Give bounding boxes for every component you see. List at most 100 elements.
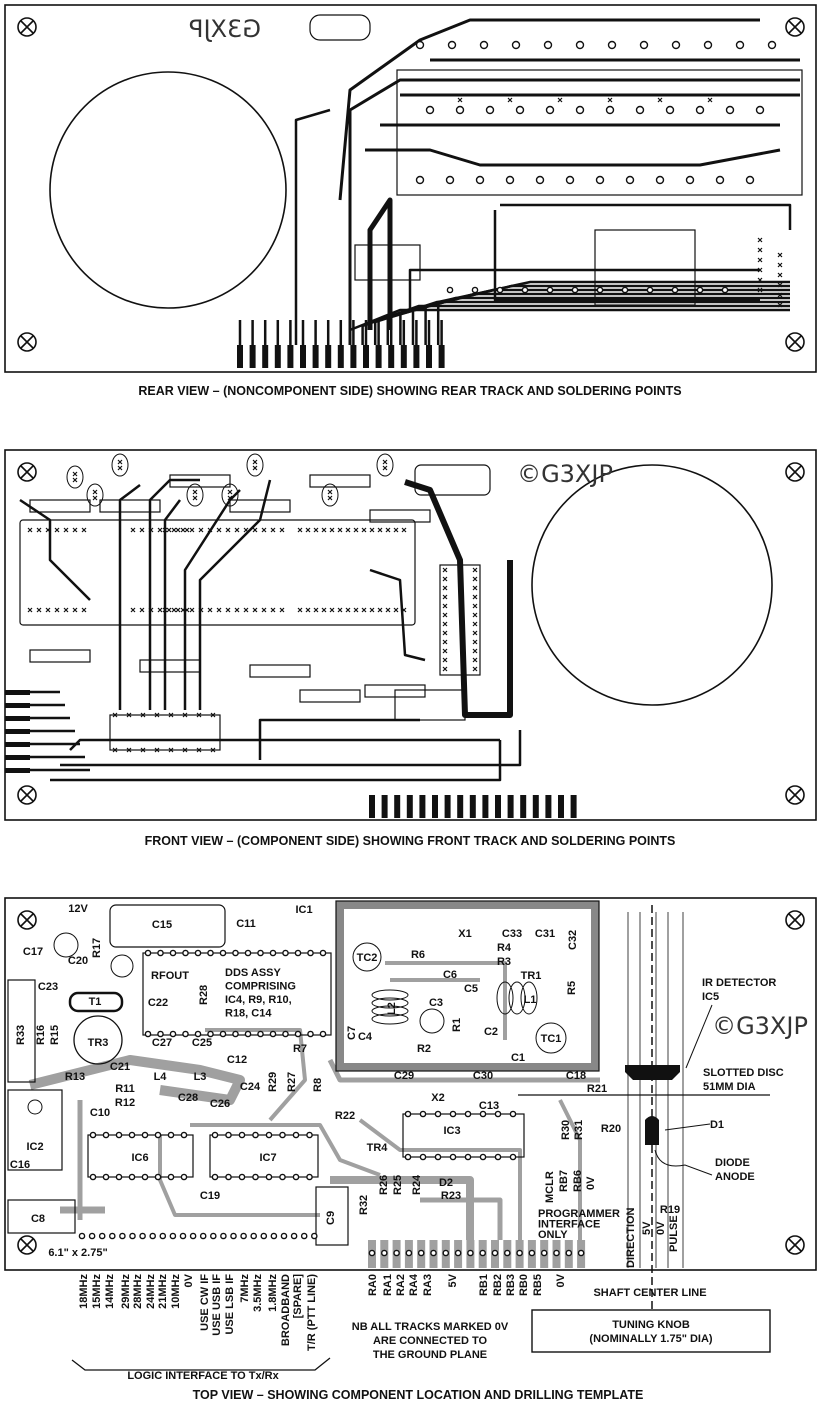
x-marker [157,527,163,533]
component-label: R24 [411,1174,423,1195]
front-ic-outline [109,714,221,751]
solder-pad [307,1030,314,1038]
x-marker [166,527,172,533]
solder-pad [546,286,554,294]
x-marker [252,607,258,613]
component-label: R11 [115,1083,135,1095]
tuning-knob-label: TUNING KNOB [612,1319,690,1331]
x-marker [27,527,33,533]
x-marker [261,527,267,533]
x-marker [168,712,174,718]
x-marker [393,607,399,613]
x-marker [442,567,448,573]
solder-pad [434,1153,442,1161]
solder-pad [393,1249,400,1257]
component-label: C12 [227,1054,247,1066]
logic-pin-label: 14MHz [104,1274,116,1309]
mounting-hole-icon [17,785,37,805]
edge-pin [5,729,30,734]
x-marker [472,576,478,582]
solder-pad [528,1249,536,1257]
tuning-knob-label: (NOMINALLY 1.75" DIA) [589,1333,713,1345]
x-marker [175,607,181,613]
solder-pad [696,286,704,294]
solder-pad [625,175,635,185]
solder-pad [167,1173,175,1181]
diode-d1-icon [645,1116,659,1145]
x-marker [607,97,613,103]
component-label: C8 [31,1213,45,1225]
programmer-pin-label: RA0 [367,1274,379,1296]
ground-plane-note: ARE CONNECTED TO [373,1335,488,1347]
tr3-outline [73,1015,123,1065]
c15-outline [109,904,226,948]
component-label: T1 [89,996,102,1008]
solder-pad [535,175,545,185]
solder-pad [621,286,629,294]
solder-pad [671,40,681,50]
solder-pad [244,1030,252,1038]
solder-pad [446,286,454,294]
header-pin [400,345,407,368]
solder-pad [89,1173,97,1181]
track [358,1118,522,1240]
solder-pad [294,949,302,957]
header-pin [381,795,388,818]
solder-pad [419,1153,427,1161]
component-label: 12V [68,903,88,915]
solder-pad [270,1232,278,1240]
solder-pad [306,1173,313,1181]
mounting-hole-icon [785,1235,805,1255]
component-label: C4 [358,1031,373,1043]
x-marker [345,527,351,533]
header-pin [482,795,489,818]
solder-pad [244,949,252,957]
front-resistor-outline [229,499,291,513]
header-pin [432,795,438,818]
x-marker [279,527,285,533]
x-marker [171,527,177,533]
programmer-interface-label: ONLY [538,1229,568,1241]
logic-pin-label: 18MHz [78,1274,90,1309]
front-pad-group [221,483,239,507]
x-marker [168,747,174,753]
x-marker [707,97,713,103]
front-pad-group [321,483,339,507]
component-label: C3 [429,997,443,1009]
front-resistor-outline [299,689,361,703]
x-marker [657,97,663,103]
component-label: C11 [236,918,256,930]
solder-pad [721,286,729,294]
x-marker [196,747,202,753]
x-marker [297,527,303,533]
solder-pad [238,1173,246,1181]
diode-anode-label: DIODE [715,1157,750,1169]
x-marker [369,607,375,613]
solder-pad [307,949,314,957]
component-label: C17 [23,946,43,958]
component-label: IC3 [443,1125,460,1137]
programmer-pin-label: RA2 [395,1274,407,1296]
l2-coil [371,1013,409,1025]
solder-pad [415,40,425,50]
ic2-outline [7,1089,63,1171]
x-marker [757,257,763,263]
solder-pad [646,286,654,294]
mounting-hole-icon [17,462,37,482]
front-crystal-outline [414,464,491,496]
solder-pad [115,1131,123,1139]
x-marker [72,527,78,533]
solder-pad [194,949,202,957]
x-marker [329,527,335,533]
solder-pad [767,40,777,50]
component-label: C15 [152,919,172,931]
x-marker [327,489,333,495]
component-label: C22 [148,997,168,1009]
solder-pad [430,1249,437,1257]
mounting-hole-icon [785,462,805,482]
component-label: 5V [641,1221,653,1235]
solder-pad [207,949,214,957]
solder-pad [211,1173,219,1181]
solder-pad [715,175,725,185]
